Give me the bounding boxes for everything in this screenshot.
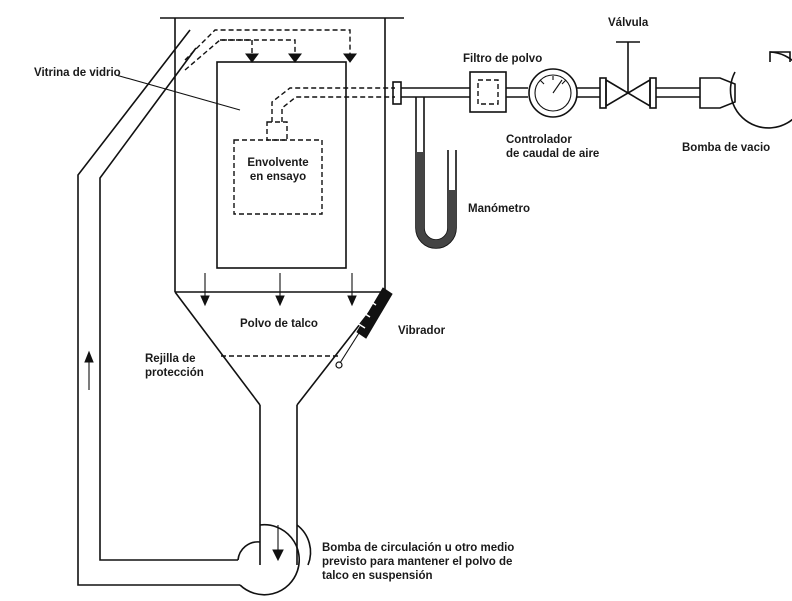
suction-port bbox=[392, 81, 470, 105]
label-valvula: Válvula bbox=[608, 17, 649, 29]
label-polvo: Polvo de talco bbox=[240, 318, 318, 330]
manometer bbox=[415, 97, 457, 249]
label-controlador: Controlador de caudal de aire bbox=[506, 134, 600, 160]
falling-dust-arrows bbox=[200, 273, 357, 307]
glass-showcase bbox=[216, 61, 347, 269]
label-envolvente: Envolvente en ensayo bbox=[247, 157, 309, 183]
label-vibrador: Vibrador bbox=[398, 325, 446, 337]
label-vitrina: Vitrina de vidrio bbox=[34, 67, 121, 79]
vacuum-pump bbox=[699, 51, 792, 129]
vitrina-leader bbox=[115, 74, 241, 111]
vibrator bbox=[335, 287, 393, 369]
label-filtro: Filtro de polvo bbox=[463, 53, 543, 65]
label-manometro: Manómetro bbox=[468, 203, 530, 215]
enclosure-under-test bbox=[233, 121, 323, 215]
dust-chamber bbox=[160, 17, 404, 565]
label-bomba-circulacion: Bomba de circulación u otro medio previs… bbox=[322, 542, 515, 582]
air-flow-controller bbox=[528, 68, 600, 118]
circulation-duct bbox=[77, 29, 312, 596]
dust-filter bbox=[469, 71, 528, 113]
dust-flow-dashed bbox=[184, 29, 395, 122]
valve bbox=[599, 41, 700, 109]
label-rejilla: Rejilla de protección bbox=[145, 353, 204, 379]
label-bomba-vacio: Bomba de vacio bbox=[682, 142, 771, 154]
